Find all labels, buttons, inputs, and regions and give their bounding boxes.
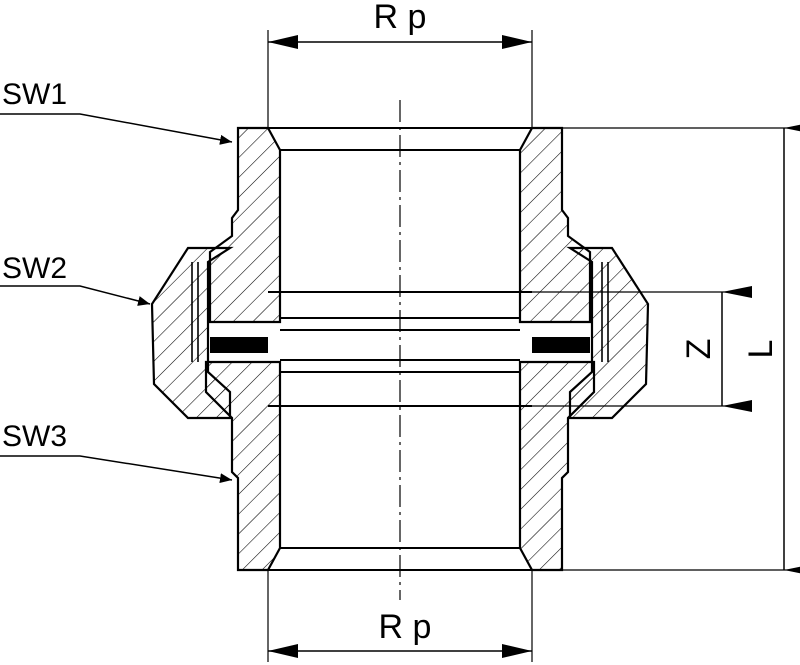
sw1-label: SW1 (2, 78, 67, 111)
z-label: Z (680, 339, 718, 360)
sw1-leader (0, 113, 233, 145)
rp-bottom-label: R p (379, 608, 432, 646)
l-dimension (562, 122, 800, 576)
left-gasket (210, 337, 268, 353)
rp-top-label: R p (374, 0, 427, 36)
rp-top-dimension (267, 30, 533, 128)
rp-bottom-dimension (267, 570, 533, 662)
sw3-leader (0, 455, 233, 484)
left-union-nut (150, 246, 234, 420)
sw3-label: SW3 (2, 420, 67, 453)
left-wall-upper-section (208, 126, 282, 324)
l-label: L (742, 340, 780, 359)
sw2-leader (0, 285, 151, 306)
right-gasket (532, 337, 590, 353)
z-dimension (532, 286, 752, 412)
sw2-label: SW2 (2, 252, 67, 285)
right-wall-upper-section (518, 126, 592, 324)
right-union-nut (566, 246, 650, 420)
